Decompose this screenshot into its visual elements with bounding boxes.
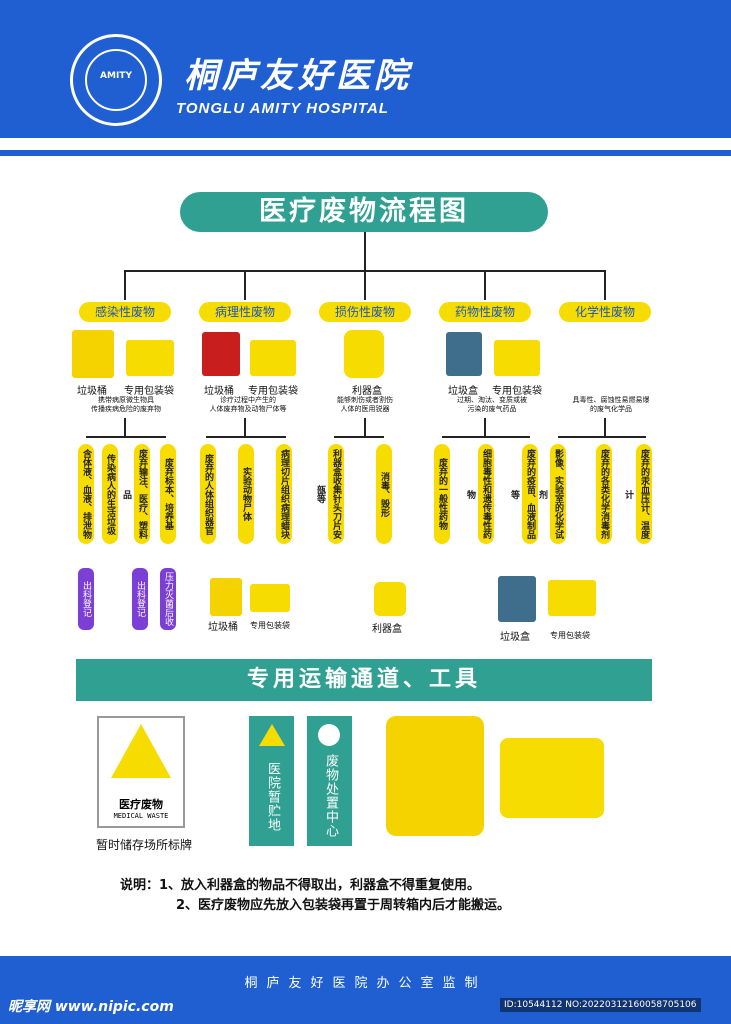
item-pill: 废弃输注、医疗、塑料品	[121, 444, 150, 544]
description: 诊疗过程中产生的 人体废弃物及动物尸体等	[209, 396, 287, 413]
storage-label: 医院暂贮地	[265, 762, 280, 832]
container-label: 专用包装袋	[550, 631, 590, 640]
logo-text: AMITY	[100, 71, 132, 81]
connector	[558, 436, 646, 438]
sharps-box-icon	[344, 330, 384, 378]
image-id: ID:10544112 NO:20220312160058705106	[500, 998, 701, 1012]
container-label: 专用包装袋	[250, 621, 290, 630]
category-chemical: 化学性废物	[559, 302, 651, 322]
storage-panel-hospital: 医院暂贮地	[249, 716, 294, 846]
large-trash-bin-icon	[386, 716, 484, 836]
description: 具毒性、腐蚀性易燃易爆 的废气化学品	[572, 396, 650, 413]
connector	[334, 436, 384, 438]
connector	[604, 418, 606, 436]
bag-icon	[250, 340, 296, 376]
connector	[364, 418, 366, 436]
connector	[206, 436, 286, 438]
connector	[364, 232, 366, 270]
note-2: 2、医疗废物应先放入包装袋再置于周转箱内后才能搬运。	[176, 898, 511, 913]
item-pill: 废弃的疫苗、血液制品等	[509, 444, 538, 544]
item-pill: 废弃的各类化学消毒剂	[596, 444, 612, 544]
biohazard-icon	[111, 724, 171, 778]
container-label: 垃圾桶	[204, 386, 234, 397]
connector	[124, 418, 126, 436]
container-label: 专用包装袋	[248, 386, 298, 397]
container-label: 专用包装袋	[492, 386, 542, 397]
header-divider	[0, 150, 731, 156]
item-pill: 影像、实验室的化学试剂	[537, 444, 566, 544]
note-1: 说明：1、放入利器盒的物品不得取出，利器盒不得重复使用。	[120, 878, 481, 893]
sign-caption: 暂时储存场所标牌	[96, 838, 193, 852]
item-pill: 实验动物尸体	[238, 444, 254, 544]
description: 过期、淘汰、变质或被 污染的废气药品	[457, 396, 527, 413]
trash-box-icon	[498, 576, 536, 622]
logo-ring	[85, 49, 147, 111]
description: 携带病原微生物具 传播疾病危险的废弃物	[91, 396, 161, 413]
connector	[86, 436, 166, 438]
item-pill: 细胞毒性和遗传毒性药物	[465, 444, 494, 544]
connector	[604, 270, 606, 300]
connector	[244, 270, 246, 300]
connector	[484, 270, 486, 300]
container-label: 利器盒	[352, 386, 382, 397]
category-pathological: 病理性废物	[199, 302, 291, 322]
item-pill: 病理切片组织病理蜡块	[276, 444, 292, 544]
item-pill: 含体液、血液、排泄物	[78, 444, 94, 544]
storage-label: 废物处置中心	[323, 754, 338, 838]
connector	[364, 270, 366, 300]
connector	[124, 270, 126, 300]
container-label: 垃圾桶	[208, 622, 238, 633]
item-pill: 消毒、毁形	[376, 444, 392, 544]
connector	[244, 418, 246, 436]
connector	[484, 418, 486, 436]
hospital-name-cn: 桐庐友好医院	[184, 56, 412, 96]
trash-box-icon	[446, 332, 482, 376]
sub-label: 压力灭菌后收集	[147, 568, 176, 630]
container-label: 垃圾盒	[500, 632, 530, 643]
trash-bin-icon	[72, 330, 114, 378]
category-pharmaceutical: 药物性废物	[439, 302, 531, 322]
category-infectious: 感染性废物	[79, 302, 171, 322]
connector	[442, 436, 530, 438]
hospital-logo: AMITY	[70, 34, 162, 126]
container-label: 垃圾盒	[448, 386, 478, 397]
container-label: 利器盒	[372, 624, 402, 635]
description: 能够刺伤或者割伤 人体的医用锐器	[337, 396, 393, 413]
medical-waste-sign: 医疗废物 MEDICAL WASTE	[97, 716, 185, 828]
sharps-box-icon	[374, 582, 406, 616]
sub-label: 出科登记	[78, 568, 94, 630]
footer-banner	[0, 956, 731, 1024]
storage-panel-center: 废物处置中心	[307, 716, 352, 846]
item-pill: 利器盒收集针头刀片安瓿等	[315, 444, 344, 544]
bag-icon	[126, 340, 174, 376]
category-sharps: 损伤性废物	[319, 302, 411, 322]
sub-label: 出科登记	[132, 568, 148, 630]
item-pill: 传染病人的生活垃圾	[102, 444, 118, 544]
watermark: 昵享网 www.nipic.com	[8, 999, 174, 1015]
container-label: 专用包装袋	[124, 386, 174, 397]
disposal-icon	[318, 724, 340, 746]
item-pill: 废弃标本、培养基	[160, 444, 176, 544]
bag-icon	[548, 580, 596, 616]
transport-banner: 专用运输通道、工具	[76, 659, 652, 701]
bag-icon	[494, 340, 540, 376]
transfer-box-icon	[500, 738, 604, 818]
biohazard-icon	[259, 724, 285, 746]
item-pill: 废弃的人体组织器官	[200, 444, 216, 544]
sign-label-en: MEDICAL WASTE	[113, 812, 169, 820]
trash-bin-icon	[210, 578, 242, 616]
hospital-name-en: TONGLU AMITY HOSPITAL	[176, 100, 389, 117]
sign-label-cn: 医疗废物	[119, 798, 163, 811]
bag-icon	[250, 584, 290, 612]
container-label: 垃圾桶	[77, 386, 107, 397]
item-pill: 废弃的一般性药物	[434, 444, 450, 544]
red-bin-icon	[202, 332, 240, 376]
item-pill: 废弃的汞血压计、温度计	[623, 444, 652, 544]
page-title: 医疗废物流程图	[180, 192, 548, 232]
footer-text: 桐庐友好医院办公室监制	[244, 976, 487, 991]
